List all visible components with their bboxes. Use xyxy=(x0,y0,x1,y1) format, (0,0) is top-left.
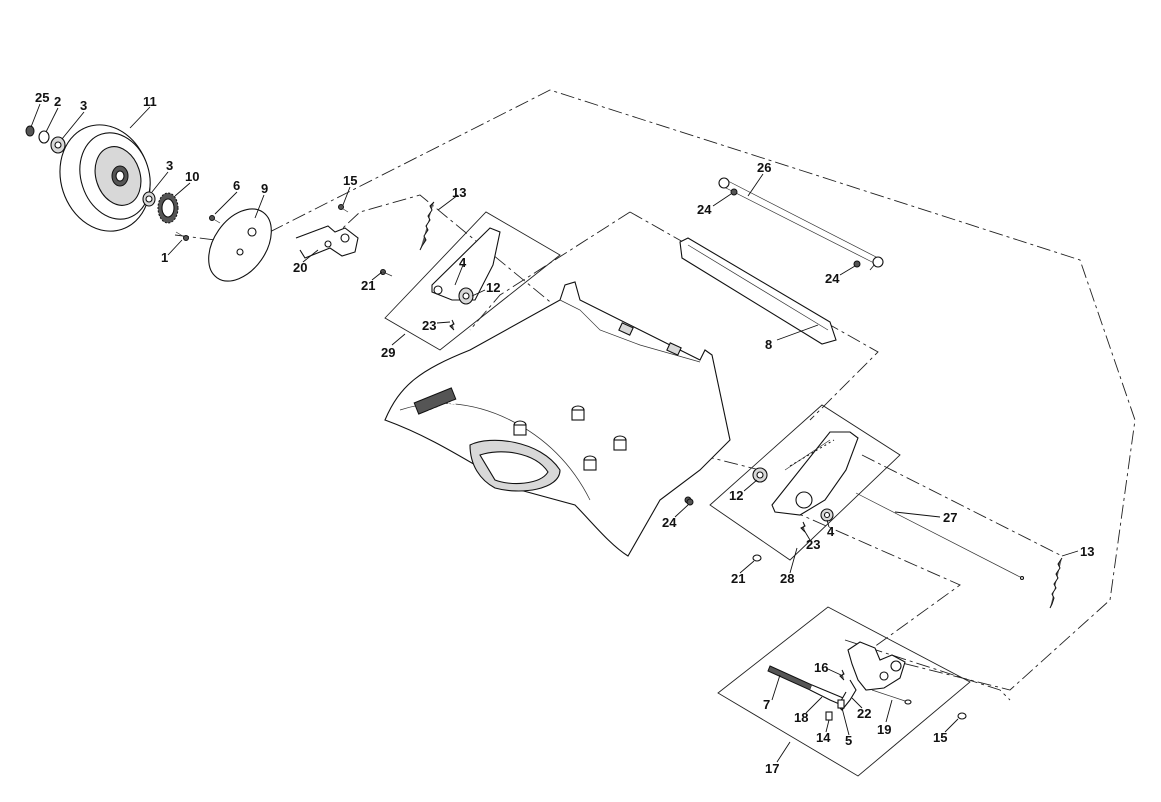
callout-1: 1 xyxy=(161,250,168,265)
wheel-cover-9[interactable] xyxy=(196,197,284,292)
wheel-assembly xyxy=(25,113,284,292)
callout-8: 8 xyxy=(765,337,772,352)
screw-21-right[interactable] xyxy=(752,554,762,562)
axle-arm-20[interactable] xyxy=(295,225,359,259)
adjuster-plate-right[interactable] xyxy=(771,431,859,516)
callout-4-right: 4 xyxy=(827,524,835,539)
bolt-15-left[interactable] xyxy=(338,204,349,213)
rivet-5[interactable] xyxy=(837,699,845,709)
callout-15-top: 15 xyxy=(343,173,357,188)
callout-7: 7 xyxy=(763,697,770,712)
washer-25[interactable] xyxy=(25,125,35,137)
callout-24-deck: 24 xyxy=(662,515,677,530)
callout-14: 14 xyxy=(816,730,831,745)
screw-1[interactable] xyxy=(175,231,189,241)
callout-19: 19 xyxy=(877,722,891,737)
callout-13-right: 13 xyxy=(1080,544,1094,559)
spring-13-right[interactable] xyxy=(1049,557,1063,609)
spring-23-left[interactable] xyxy=(449,319,455,331)
callout-23-left: 23 xyxy=(422,318,436,333)
callout-17: 17 xyxy=(765,761,779,776)
callout-9: 9 xyxy=(261,181,268,196)
callout-10: 10 xyxy=(185,169,199,184)
callout-2: 2 xyxy=(54,94,61,109)
leader-lines xyxy=(30,103,1079,763)
pivot-bracket[interactable] xyxy=(847,641,906,691)
callout-12-right: 12 xyxy=(729,488,743,503)
callout-27: 27 xyxy=(943,510,957,525)
callout-25: 25 xyxy=(35,90,49,105)
wheel-11[interactable] xyxy=(46,113,163,243)
adjuster-plate-4[interactable] xyxy=(431,227,501,301)
callout-3-mid: 3 xyxy=(166,158,173,173)
lever-grip-7[interactable] xyxy=(767,665,813,691)
callout-28: 28 xyxy=(780,571,794,586)
callout-15-bottom: 15 xyxy=(933,730,947,745)
callout-21-left: 21 xyxy=(361,278,375,293)
callout-29: 29 xyxy=(381,345,395,360)
callout-11: 11 xyxy=(143,94,157,109)
washer-2[interactable] xyxy=(38,130,50,144)
height-adjuster-left xyxy=(295,201,501,331)
screw-24-deck[interactable] xyxy=(686,498,694,506)
screw-6[interactable] xyxy=(209,215,221,224)
callout-26: 26 xyxy=(757,160,771,175)
callout-6: 6 xyxy=(233,178,240,193)
rear-flap-8[interactable] xyxy=(679,237,837,345)
deck-bosses xyxy=(513,405,627,471)
mower-deck[interactable]: ARIENS xyxy=(384,281,731,557)
callout-24-top: 24 xyxy=(697,202,712,217)
frame-28 xyxy=(709,404,901,561)
spring-13-left[interactable] xyxy=(419,201,435,251)
frame-17 xyxy=(717,606,971,777)
gear-10[interactable] xyxy=(157,192,179,224)
bearing-3-inner[interactable] xyxy=(142,191,156,207)
frame-29 xyxy=(384,211,561,351)
spring-16[interactable] xyxy=(839,669,845,681)
rod-27[interactable] xyxy=(855,492,1025,581)
callout-13-top: 13 xyxy=(452,185,466,200)
callout-12-left: 12 xyxy=(486,280,500,295)
rivet-15-right[interactable] xyxy=(957,712,967,720)
callout-24-right: 24 xyxy=(825,271,840,286)
callout-18: 18 xyxy=(794,710,808,725)
callout-4-left: 4 xyxy=(459,255,467,270)
pin-14[interactable] xyxy=(825,711,833,721)
callout-22: 22 xyxy=(857,706,871,721)
callout-16: 16 xyxy=(814,660,828,675)
callout-23-right: 23 xyxy=(806,537,820,552)
callout-5: 5 xyxy=(845,733,852,748)
height-lever-assembly xyxy=(767,641,967,721)
bearing-3-outer[interactable] xyxy=(50,136,66,154)
washer-4-right[interactable] xyxy=(820,508,834,522)
callout-numbers: 25 2 3 11 3 10 1 6 9 15 13 20 21 4 12 23… xyxy=(35,90,1094,776)
bushing-12-right[interactable] xyxy=(752,467,768,483)
spring-23-right[interactable] xyxy=(800,521,806,533)
height-adjuster-right xyxy=(686,431,859,562)
callout-3-top: 3 xyxy=(80,98,87,113)
callout-21-right: 21 xyxy=(731,571,745,586)
rear-axle-26[interactable] xyxy=(718,177,884,268)
shaft-19[interactable] xyxy=(871,689,912,705)
screw-21-left[interactable] xyxy=(380,269,393,277)
subassembly-frames xyxy=(384,211,971,777)
callout-20: 20 xyxy=(293,260,307,275)
bushing-12-left[interactable] xyxy=(458,287,474,305)
